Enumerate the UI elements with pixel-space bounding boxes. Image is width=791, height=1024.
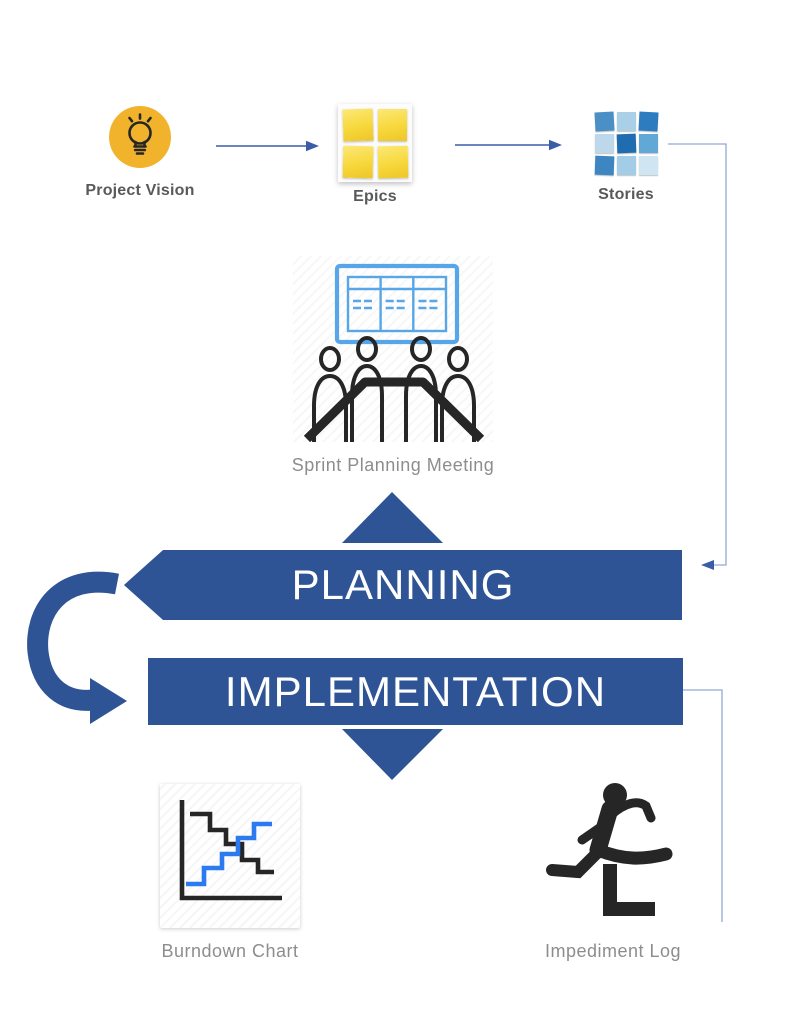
- arrowhead-vision-to-epics: [306, 140, 319, 152]
- connector-stories-to-planning: [668, 143, 727, 566]
- vision-circle: [109, 106, 171, 168]
- chart-axes: [179, 800, 282, 901]
- hurdler-body: [546, 798, 673, 879]
- implementation-banner-label: IMPLEMENTATION: [224, 667, 607, 715]
- arrowhead-stories-to-planning: [701, 560, 714, 570]
- story-note: [594, 155, 614, 176]
- burndown-chart-label: Burndown Chart: [161, 941, 299, 961]
- story-note: [616, 112, 636, 131]
- sticky-notes-icon: [338, 104, 412, 182]
- burnup-step-line: [186, 821, 272, 887]
- story-note: [638, 111, 658, 132]
- meeting-board-icon: [293, 256, 493, 443]
- story-grid-icon: [594, 111, 658, 176]
- story-note: [638, 134, 658, 153]
- burndown-chart-svg: [179, 800, 282, 901]
- curved-cycle-arrowhead: [90, 678, 127, 724]
- project-vision-label: Project Vision: [85, 182, 195, 199]
- node-epics: Epics: [320, 104, 430, 206]
- planning-banner: PLANNING: [124, 550, 682, 620]
- story-note: [594, 134, 614, 153]
- hurdle-shape: [603, 864, 655, 916]
- node-impediment-log: Impediment Log: [533, 778, 693, 962]
- node-stories: Stories: [571, 104, 681, 204]
- curved-cycle-arrow: [27, 571, 119, 711]
- sticky-note: [377, 145, 408, 178]
- implementation-banner: IMPLEMENTATION: [148, 658, 683, 725]
- node-project-vision: Project Vision: [70, 106, 210, 200]
- arrowhead-epics-to-stories: [549, 139, 562, 151]
- node-burndown-chart: Burndown Chart: [155, 784, 305, 962]
- story-note: [594, 111, 614, 132]
- scrum-board-columns: [346, 275, 448, 333]
- node-sprint-planning-meeting: Sprint Planning Meeting: [285, 256, 501, 476]
- sprint-planning-label: Sprint Planning Meeting: [291, 455, 495, 475]
- meeting-people: [312, 336, 476, 442]
- sticky-note: [342, 108, 374, 142]
- planning-banner-label: PLANNING: [291, 561, 515, 608]
- burndown-chart-icon: [160, 784, 300, 928]
- sticky-note: [342, 145, 373, 178]
- stories-label: Stories: [598, 186, 654, 203]
- meeting-table: [303, 377, 485, 443]
- story-note: [638, 156, 658, 175]
- scrum-board: [334, 263, 460, 345]
- triangle-down-connector: [342, 729, 443, 780]
- triangle-up-connector: [342, 492, 443, 543]
- epics-label: Epics: [353, 188, 397, 205]
- impediment-log-label: Impediment Log: [544, 941, 682, 961]
- sticky-note: [377, 109, 407, 141]
- story-note: [616, 133, 636, 154]
- hurdler-icon: [546, 783, 673, 916]
- lightbulb-icon: [128, 113, 152, 155]
- connector-implementation-to-impediment: [683, 689, 723, 922]
- story-note: [616, 156, 636, 175]
- burndown-step-line: [190, 811, 274, 875]
- meeting-board-svg: [303, 263, 485, 443]
